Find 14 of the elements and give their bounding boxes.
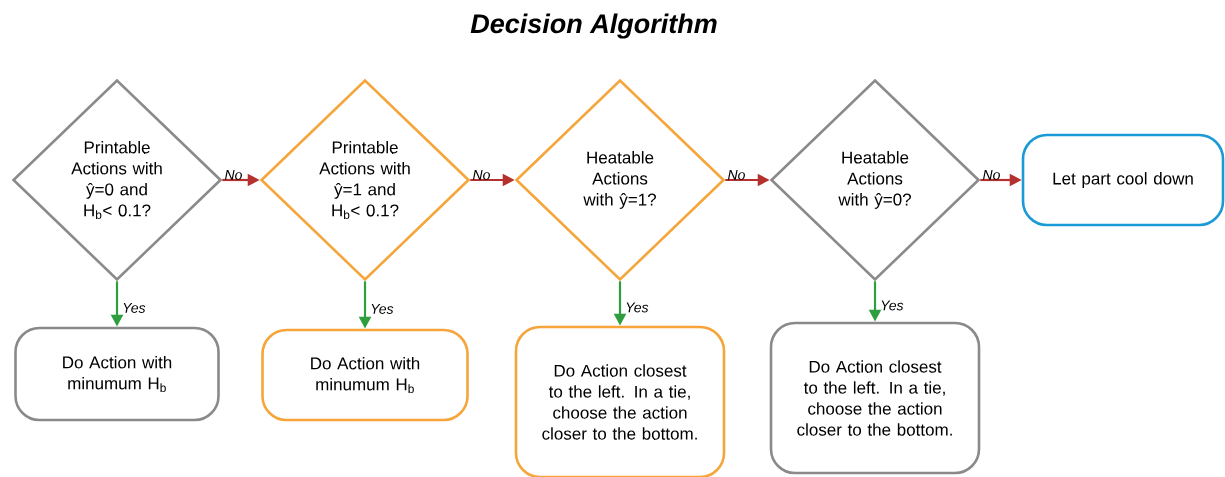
- edge-label: Yes: [881, 300, 904, 311]
- action-box: Do Action closest to the left. In a tie, choose the action closer to the bottom.: [514, 325, 726, 477]
- title: Decision Algorithm: [470, 13, 717, 39]
- edge-label: Yes: [371, 304, 394, 314]
- action-box: Do Action with minumum H$_{b}$: [261, 328, 469, 422]
- edge-label: No: [472, 170, 490, 180]
- action-box: Do Action with minumum H$_{b}$: [14, 326, 220, 422]
- edge-label: Yes: [123, 303, 146, 313]
- action-box: Let part cool down: [1021, 133, 1225, 227]
- action-box: Do Action closest to the left. In a tie, choose the action closer to the bottom.: [769, 321, 981, 475]
- edge-label: Yes: [626, 302, 649, 313]
- edge-label: No: [224, 170, 242, 180]
- edge-label: No: [982, 170, 1000, 180]
- edge-label: No: [727, 170, 745, 180]
